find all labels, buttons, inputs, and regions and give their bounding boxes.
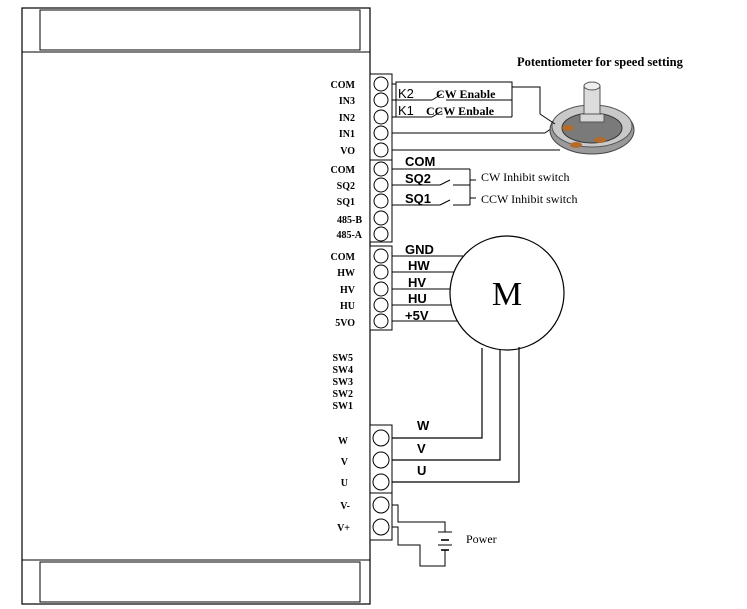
k1-label: K1 xyxy=(398,103,414,118)
terminal-screw xyxy=(373,177,389,193)
dip-switch-labels: SW5 SW4 SW3 SW2 SW1 xyxy=(332,353,353,412)
pin-label: COM xyxy=(331,80,356,91)
terminal-screw xyxy=(372,473,390,491)
phase-w-label: W xyxy=(417,418,430,433)
pin-label: COM xyxy=(331,252,356,263)
pin-label: HW xyxy=(337,268,355,279)
terminal-screw xyxy=(373,226,389,242)
pin-labels-group2: COM SQ2 SQ1 485-B 485-A xyxy=(331,165,363,241)
pin-label: V+ xyxy=(337,523,350,534)
power-supply-wiring xyxy=(392,504,452,567)
terminal-screw xyxy=(373,125,389,141)
pin-label: 485-B xyxy=(337,215,362,226)
ccw-inhibit-label: CCW Inhibit switch xyxy=(481,192,577,206)
pin-label: IN1 xyxy=(339,129,355,140)
hall-sensor-wiring xyxy=(392,255,463,322)
terminal-screw xyxy=(372,429,390,447)
pin-labels-group1: COM IN3 IN2 IN1 VO xyxy=(331,80,356,157)
power-label: Power xyxy=(466,532,497,546)
dip-switch-label: SW2 xyxy=(332,389,353,400)
pin-labels-power: W V U V- V+ xyxy=(337,436,350,534)
terminal-screw xyxy=(372,451,390,469)
inhibit-switch-wiring xyxy=(392,168,476,206)
phase-v-label: V xyxy=(417,441,426,456)
sq2-label: SQ2 xyxy=(405,171,431,186)
pin-label: VO xyxy=(340,146,355,157)
enable-switch-wiring xyxy=(392,81,541,118)
pin-label: HU xyxy=(340,301,355,312)
pin-label: U xyxy=(341,478,348,489)
pin-label: COM xyxy=(331,165,356,176)
pin-labels-group3: COM HW HV HU 5VO xyxy=(331,252,356,329)
cw-inhibit-label: CW Inhibit switch xyxy=(481,170,569,184)
phase-wiring xyxy=(392,347,520,483)
ccw-enable-label: CCW Enbale xyxy=(426,104,495,118)
dip-switch-label: SW1 xyxy=(332,401,353,412)
terminal-screw xyxy=(373,281,389,297)
dip-switch-label: SW5 xyxy=(332,353,353,364)
pin-label: 5VO xyxy=(335,318,355,329)
pin-label: SQ2 xyxy=(337,181,355,192)
terminal-screw xyxy=(372,496,390,514)
cw-enable-label: CW Enable xyxy=(436,87,496,101)
terminal-screws xyxy=(372,76,390,536)
pin-label: V xyxy=(341,457,349,468)
terminal-screw xyxy=(373,109,389,125)
controller-housing xyxy=(21,7,371,605)
potentiometer-wiring xyxy=(392,127,560,151)
pin-label: 485-A xyxy=(336,230,362,241)
terminal-screw xyxy=(373,142,389,158)
pin-label: IN3 xyxy=(339,96,355,107)
terminal-screw xyxy=(373,313,389,329)
terminal-screw xyxy=(372,518,390,536)
hall-gnd-label: GND xyxy=(405,242,434,257)
hall-hv-label: HV xyxy=(408,275,426,290)
terminal-screw xyxy=(373,210,389,226)
terminal-screw xyxy=(373,297,389,313)
potentiometer-icon xyxy=(539,81,635,155)
motor: M xyxy=(449,235,565,351)
hall-hw-label: HW xyxy=(408,258,430,273)
terminal-screw xyxy=(373,193,389,209)
pin-label: W xyxy=(338,436,348,447)
hall-hu-label: HU xyxy=(408,291,427,306)
pin-label: V- xyxy=(340,501,350,512)
phase-u-label: U xyxy=(417,463,426,478)
pin-label: HV xyxy=(340,285,356,296)
terminal-screw xyxy=(373,76,389,92)
hall-5v-label: +5V xyxy=(405,308,429,323)
motor-label: M xyxy=(492,276,522,313)
inhibit-com-label: COM xyxy=(405,154,435,169)
terminal-screw xyxy=(373,161,389,177)
terminal-screw xyxy=(373,264,389,280)
k2-label: K2 xyxy=(398,86,414,101)
terminal-screw xyxy=(373,248,389,264)
pin-label: IN2 xyxy=(339,113,355,124)
pin-label: SQ1 xyxy=(337,197,355,208)
terminal-screw xyxy=(373,92,389,108)
dip-switch-label: SW4 xyxy=(332,365,353,376)
diagram-title: Potentiometer for speed setting xyxy=(517,55,684,69)
dip-switch-label: SW3 xyxy=(332,377,353,388)
sq1-label: SQ1 xyxy=(405,191,431,206)
